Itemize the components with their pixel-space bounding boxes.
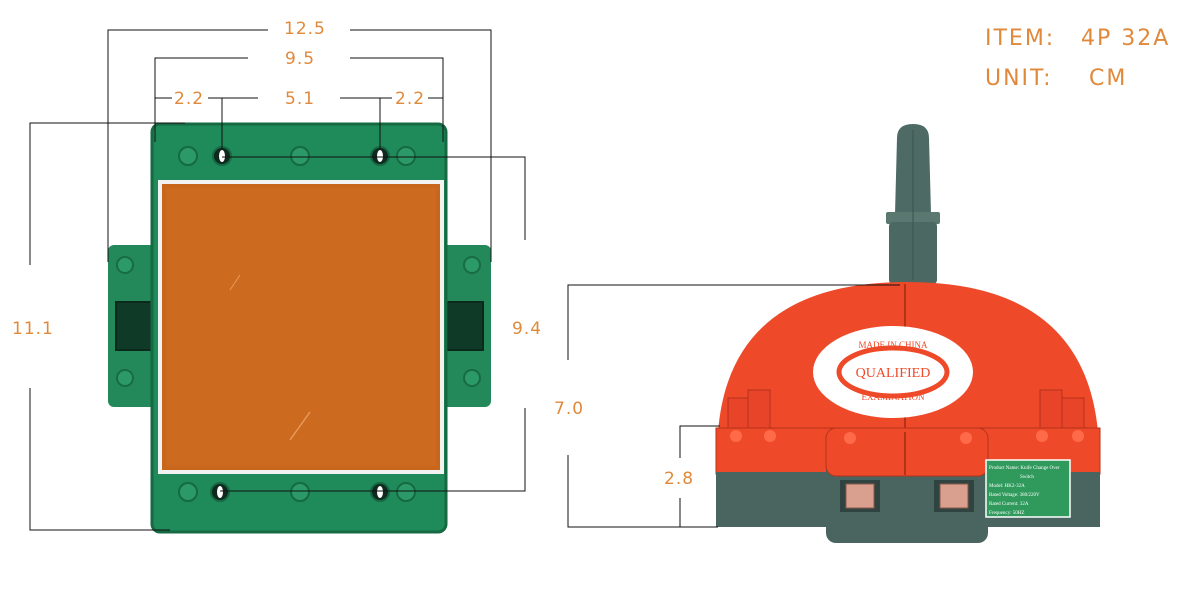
nameplate-line: Frequency: 50HZ xyxy=(989,511,1024,516)
badge-center-text: QUALIFIED xyxy=(856,366,931,381)
nameplate-line: Model: HK2-32A xyxy=(989,484,1025,489)
dim-base-height: 2.8 xyxy=(664,469,695,489)
side-view: MADE IN CHINA QUALIFIED EXAMINATION Prod… xyxy=(715,124,1101,543)
dim-right-offset: 2.2 xyxy=(395,89,426,109)
item-label: ITEM: xyxy=(985,26,1056,51)
unit-label: UNIT: xyxy=(985,66,1053,91)
dim-inner-width: 9.5 xyxy=(285,49,316,69)
top-view xyxy=(108,122,491,534)
dimension-lines-right xyxy=(567,284,900,528)
nameplate-line: Product Name: Knife Change Over xyxy=(989,466,1060,471)
right-ear-slot xyxy=(446,301,484,351)
unit-value: CM xyxy=(1089,66,1128,91)
badge-top-text: MADE IN CHINA xyxy=(859,340,928,350)
dim-left-offset: 2.2 xyxy=(174,89,205,109)
left-ear-slot xyxy=(115,301,153,351)
item-value: 4P 32A xyxy=(1081,26,1171,51)
unit-spec: UNIT: CM xyxy=(985,66,1185,96)
nameplate-line: Rated Voltage: 380/220V xyxy=(989,493,1040,498)
qualified-badge xyxy=(813,326,973,418)
item-spec: ITEM: 4P 32A xyxy=(985,26,1185,56)
nameplate-line: Rated Current: 32A xyxy=(989,502,1029,507)
dim-hole-height: 9.4 xyxy=(512,319,543,339)
nameplate xyxy=(985,459,1071,518)
badge-bottom-text: EXAMINATION xyxy=(862,392,925,402)
dimension-lines-left xyxy=(29,29,526,531)
dim-hole-spacing: 5.1 xyxy=(285,89,316,109)
nameplate-line: Switch xyxy=(1020,475,1034,480)
dim-side-height: 7.0 xyxy=(554,399,585,419)
dim-overall-height: 11.1 xyxy=(12,319,54,339)
dim-overall-width: 12.5 xyxy=(284,19,326,39)
